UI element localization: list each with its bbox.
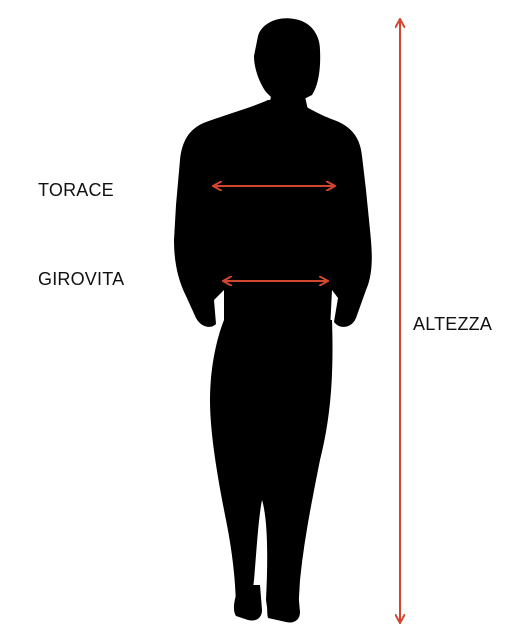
waist-label: GIROVITA (38, 269, 124, 290)
man-silhouette-icon (174, 18, 372, 622)
chest-label: TORACE (38, 180, 114, 201)
left-shoe-shape (234, 585, 262, 621)
head-shape (254, 18, 320, 100)
height-label: ALTEZZA (413, 314, 492, 335)
right-shoe-shape (267, 590, 300, 623)
legs-shape (210, 320, 333, 614)
torso-shape (174, 100, 372, 330)
